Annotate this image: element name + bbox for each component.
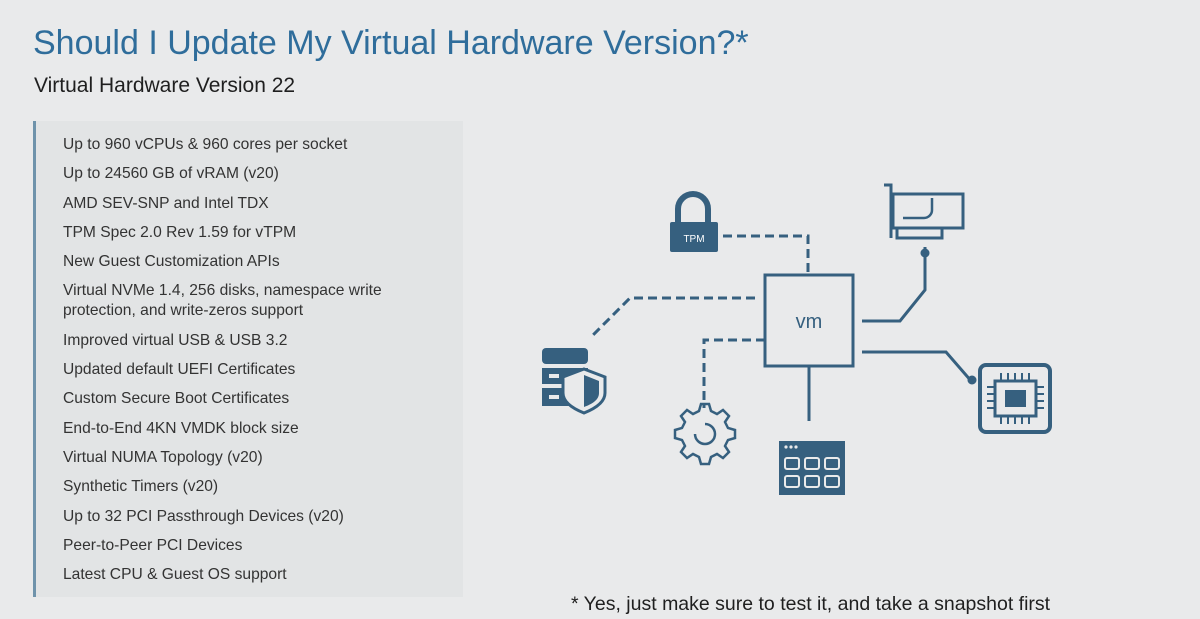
feature-item: Up to 24560 GB of vRAM (v20)	[63, 165, 279, 183]
feature-panel: Up to 960 vCPUs & 960 cores per socket U…	[33, 121, 463, 597]
feature-item: New Guest Customization APIs	[63, 253, 280, 271]
feature-item: Up to 32 PCI Passthrough Devices (v20)	[63, 507, 344, 525]
feature-item: Peer-to-Peer PCI Devices	[63, 536, 243, 554]
cpu-connector	[862, 350, 974, 383]
cpu-chip-icon	[978, 363, 1052, 434]
feature-item: Synthetic Timers (v20)	[63, 478, 219, 496]
feature-item: Virtual NVMe 1.4, 256 disks, namespace w…	[63, 282, 382, 320]
console-window-icon	[779, 441, 845, 495]
pci-connector	[862, 247, 927, 323]
vm-box: vm	[763, 273, 855, 368]
secure-storage-icon	[542, 348, 607, 415]
gear-connector	[702, 338, 765, 408]
feature-item: TPM Spec 2.0 Rev 1.59 for vTPM	[63, 223, 297, 241]
pci-card-icon	[884, 183, 965, 240]
feature-item: Latest CPU & Guest OS support	[63, 566, 287, 584]
cpu-connector-dot	[967, 375, 977, 385]
page-title: Should I Update My Virtual Hardware Vers…	[33, 24, 749, 62]
footnote: * Yes, just make sure to test it, and ta…	[571, 593, 1051, 615]
feature-item: End-to-End 4KN VMDK block size	[63, 419, 299, 437]
pci-connector-dot	[920, 248, 930, 258]
feature-list: Up to 960 vCPUs & 960 cores per socket U…	[36, 121, 463, 585]
feature-item: Improved virtual USB & USB 3.2	[63, 331, 288, 349]
tpm-connector	[723, 234, 810, 273]
lock-icon: TPM	[670, 191, 718, 252]
gear-icon	[673, 402, 737, 466]
vm-label: vm	[796, 311, 823, 333]
storage-connector	[588, 296, 755, 340]
tpm-label: TPM	[683, 234, 704, 245]
feature-item: Virtual NUMA Topology (v20)	[63, 448, 263, 466]
feature-item: Up to 960 vCPUs & 960 cores per socket	[63, 136, 348, 153]
page-subtitle: Virtual Hardware Version 22	[34, 74, 296, 97]
feature-item: AMD SEV-SNP and Intel TDX	[63, 194, 269, 212]
connectors	[588, 234, 974, 421]
feature-item: Updated default UEFI Certificates	[63, 361, 296, 379]
feature-item: Custom Secure Boot Certificates	[63, 390, 290, 408]
